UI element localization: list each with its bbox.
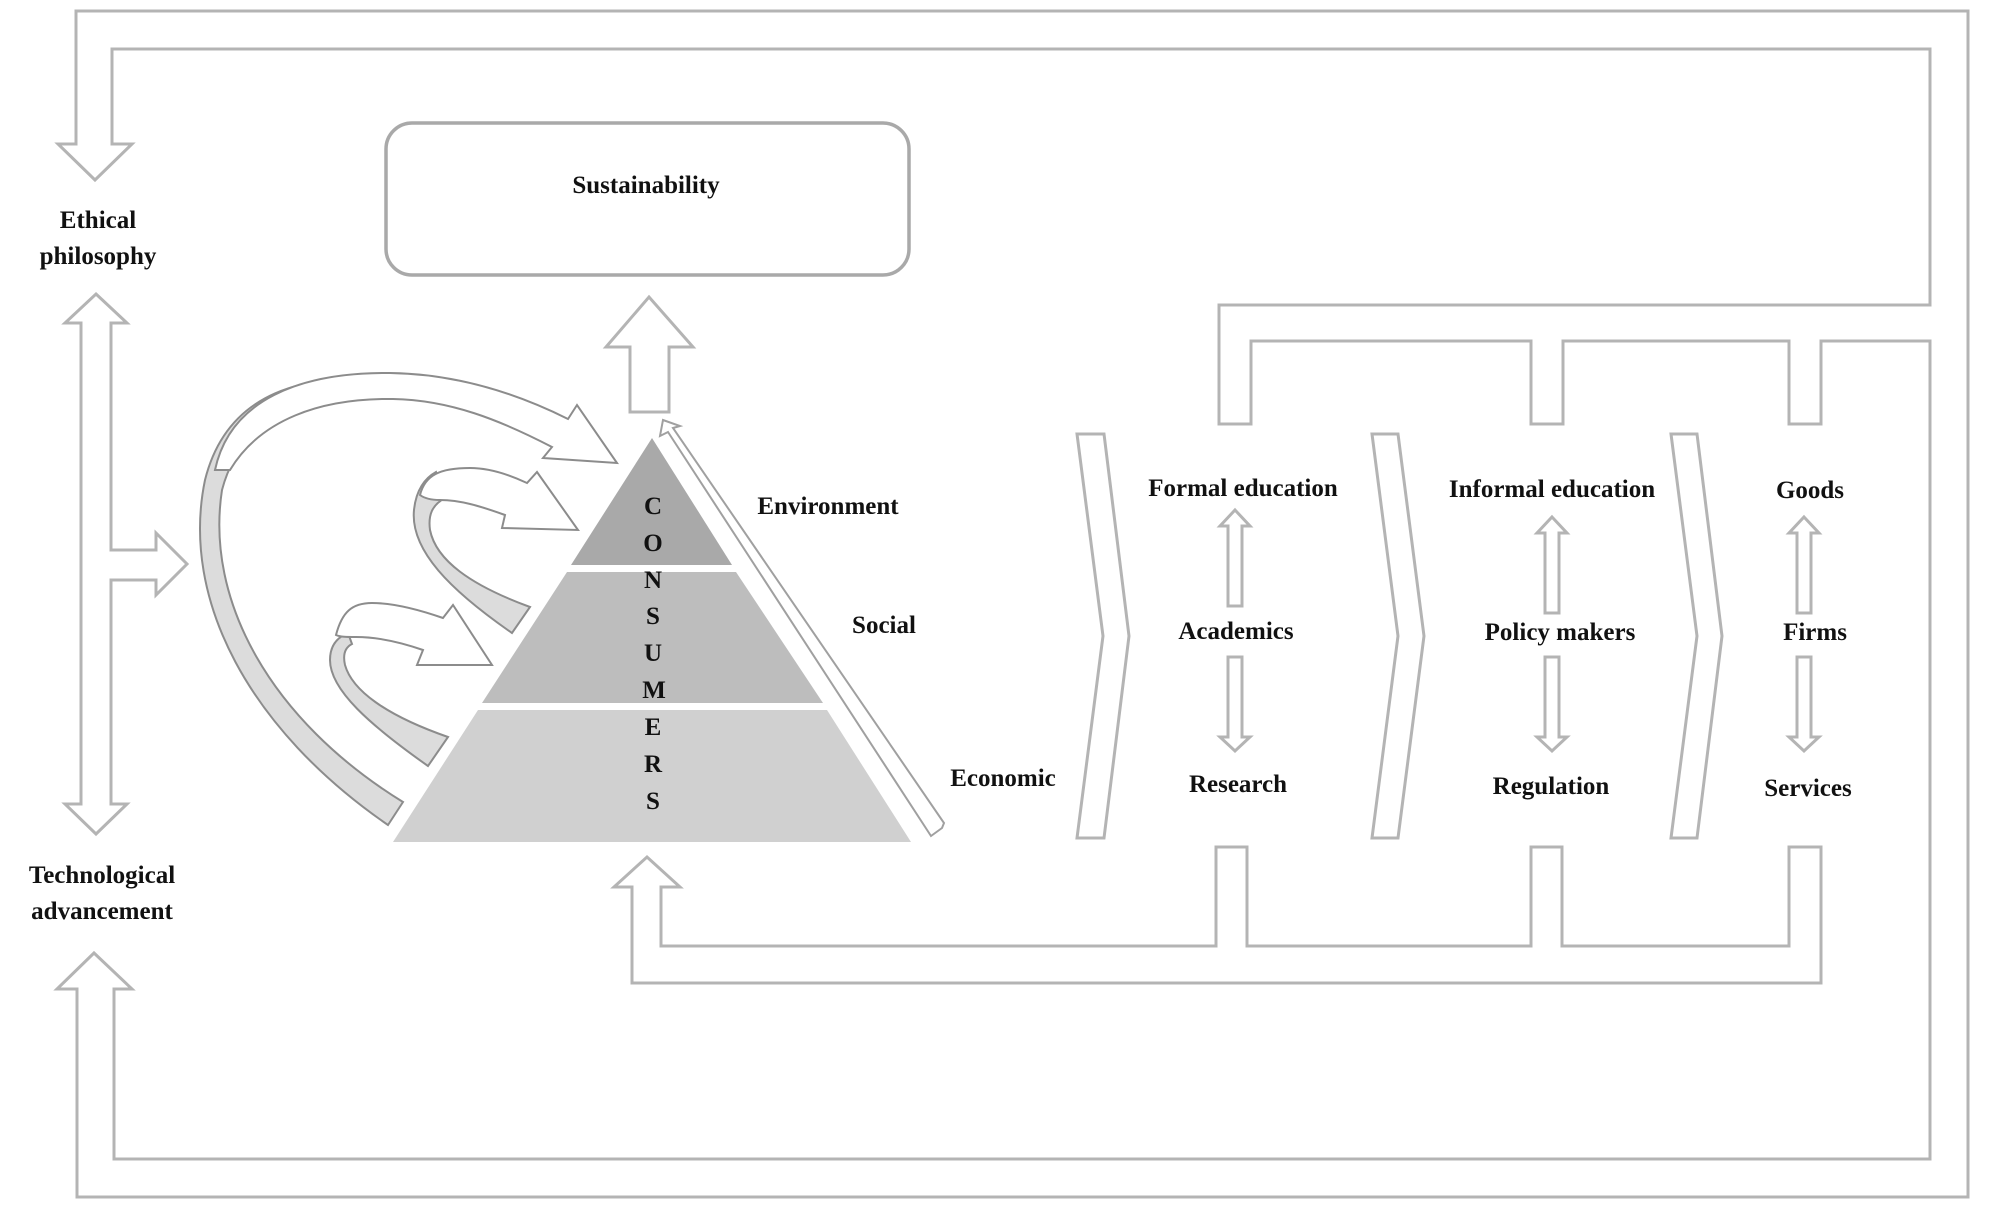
curved-arrow-small	[328, 601, 494, 768]
ethical-philosophy-line1: Ethical	[59, 206, 137, 234]
ethical-philosophy-label: Ethical philosophy	[40, 203, 157, 276]
column-1-bottom-label: Research	[1188, 770, 1288, 798]
pyramid-tier-social	[482, 572, 823, 703]
column-3-middle-label: Firms	[1783, 618, 1847, 646]
pyramid-tier-economic	[393, 710, 911, 842]
consumers-letter: U	[643, 640, 663, 667]
consumers-letter: S	[646, 603, 660, 630]
column-2-top-label: Informal education	[1448, 475, 1656, 503]
bottom-feedback-arrow	[610, 845, 1823, 985]
up-arrow-icon	[1533, 514, 1571, 615]
curved-arrow-medium	[412, 466, 580, 635]
column-1-top-label: Formal education	[1148, 474, 1338, 502]
column-3-top-label: Goods	[1775, 476, 1845, 504]
tier-label-environment: Environment	[757, 492, 899, 520]
tier-label-economic: Economic	[950, 764, 1056, 792]
column-1-arrows	[1216, 507, 1254, 754]
consumers-letter: R	[643, 751, 663, 778]
consumers-letter: O	[643, 530, 663, 557]
column-3-bottom-label: Services	[1764, 774, 1852, 802]
pyramid-side-arrow	[658, 418, 946, 838]
technological-advancement-line1: Technological	[28, 861, 176, 889]
sustainability-box-frame	[384, 121, 911, 277]
column-2-middle-label: Policy makers	[1484, 618, 1636, 646]
technological-advancement-line2: advancement	[31, 898, 173, 925]
left-double-arrow	[61, 291, 190, 837]
column-1-middle-label: Academics	[1178, 617, 1294, 645]
sustainability-label: Sustainability	[572, 171, 720, 199]
down-arrow-icon	[1216, 655, 1254, 754]
up-arrow-icon	[1216, 507, 1254, 608]
consumers-letter: E	[644, 714, 662, 741]
consumers-letter: C	[643, 493, 663, 520]
up-arrow-to-sustainability	[602, 294, 697, 414]
consumers-letter: M	[642, 677, 666, 704]
up-arrow-icon	[1785, 514, 1823, 615]
consumers-letter: S	[646, 788, 660, 815]
consumers-letter: N	[643, 567, 663, 594]
column-3-arrows	[1785, 514, 1823, 754]
chevron-3	[1669, 432, 1724, 840]
tier-label-social: Social	[852, 611, 916, 639]
chevron-2	[1370, 432, 1426, 840]
down-arrow-icon	[1785, 655, 1823, 754]
pyramid-tier-environment	[571, 438, 732, 565]
down-arrow-icon	[1533, 655, 1571, 754]
technological-advancement-label: Technological advancement	[29, 858, 175, 931]
ethical-philosophy-line2: philosophy	[39, 243, 157, 270]
chevron-1	[1075, 432, 1131, 840]
column-2-arrows	[1533, 514, 1571, 754]
top-feedback-arrow	[53, 9, 1970, 1199]
column-2-bottom-label: Regulation	[1492, 772, 1610, 800]
curved-arrow-large	[199, 371, 619, 827]
